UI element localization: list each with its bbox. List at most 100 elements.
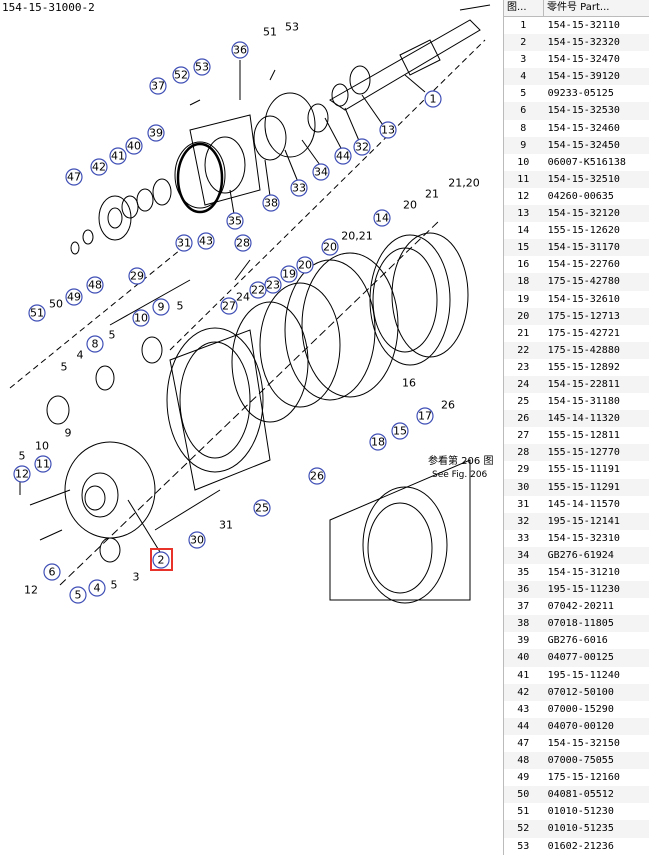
callout-35[interactable]: 35	[226, 189, 244, 230]
callout-20-right[interactable]: 20	[403, 199, 417, 212]
callout-5-b[interactable]: 5	[109, 329, 116, 342]
callout-11[interactable]: 11	[34, 455, 52, 473]
callout-14[interactable]: 14	[373, 209, 391, 227]
callout-51[interactable]: 51	[28, 304, 46, 322]
callout-47[interactable]: 47	[65, 168, 83, 186]
callout-9-top[interactable]: 9	[152, 298, 170, 316]
callout-39[interactable]: 39	[147, 124, 165, 142]
callout-50[interactable]: 50	[49, 298, 63, 311]
callout-38[interactable]: 38	[262, 159, 280, 212]
callout-6[interactable]: 6	[43, 563, 61, 581]
callout-42[interactable]: 42	[90, 158, 108, 176]
callout-44[interactable]: 44	[324, 117, 352, 165]
callout-36[interactable]: 36	[231, 41, 249, 59]
callout-34[interactable]: 34	[301, 139, 330, 181]
callout-30[interactable]: 30	[188, 531, 206, 549]
callout-23[interactable]: 23	[264, 276, 282, 294]
callout-33[interactable]: 33	[284, 149, 308, 197]
callout-1[interactable]: 1	[404, 74, 442, 108]
callout-16[interactable]: 16	[402, 377, 416, 390]
callout-3-a[interactable]: 3	[133, 571, 140, 584]
callout-12-b[interactable]: 12	[24, 584, 38, 597]
callout-5-f[interactable]: 5	[111, 579, 118, 592]
callout-31-top[interactable]: 31	[175, 234, 193, 252]
callout-2-highlighted[interactable]: 2	[127, 499, 173, 571]
callout-17[interactable]: 17	[416, 407, 434, 425]
callout-20-top[interactable]: 20	[321, 238, 339, 256]
callout-52[interactable]: 52	[172, 66, 190, 84]
callout-25[interactable]: 25	[253, 499, 271, 517]
callout-20-21-mid[interactable]: 20,21	[341, 230, 373, 243]
callout-10-b[interactable]: 10	[35, 440, 49, 453]
callout-26-right[interactable]: 26	[441, 399, 455, 412]
callout-53[interactable]: 53	[193, 58, 211, 76]
callout-37[interactable]: 37	[149, 77, 167, 95]
callout-21-20[interactable]: 21,20	[448, 177, 480, 190]
callout-26[interactable]: 26	[308, 467, 326, 485]
callout-10-top[interactable]: 10	[132, 309, 150, 327]
callout-12-a[interactable]: 12	[13, 465, 31, 483]
callout-5-a[interactable]: 5	[177, 300, 184, 313]
callout-5-c[interactable]: 5	[61, 361, 68, 374]
callout-4-a[interactable]: 4	[77, 349, 84, 362]
callout-8[interactable]: 8	[86, 335, 104, 353]
callout-5-e[interactable]: 5	[69, 586, 87, 604]
callout-32[interactable]: 32	[344, 107, 371, 156]
callout-22[interactable]: 22	[249, 281, 267, 299]
callout-27[interactable]: 27	[220, 297, 238, 315]
callout-19[interactable]: 19	[280, 265, 298, 283]
callout-13[interactable]: 13	[361, 94, 397, 139]
callout-48[interactable]: 48	[86, 276, 104, 294]
callout-21-right[interactable]: 21	[425, 188, 439, 201]
callout-4-b[interactable]: 4	[88, 579, 106, 597]
column-header-ref[interactable]: 图...	[504, 0, 544, 16]
callout-53-top[interactable]: 53	[285, 21, 299, 34]
callout-20-mid[interactable]: 20	[296, 256, 314, 274]
callout-28[interactable]: 28	[234, 234, 252, 252]
